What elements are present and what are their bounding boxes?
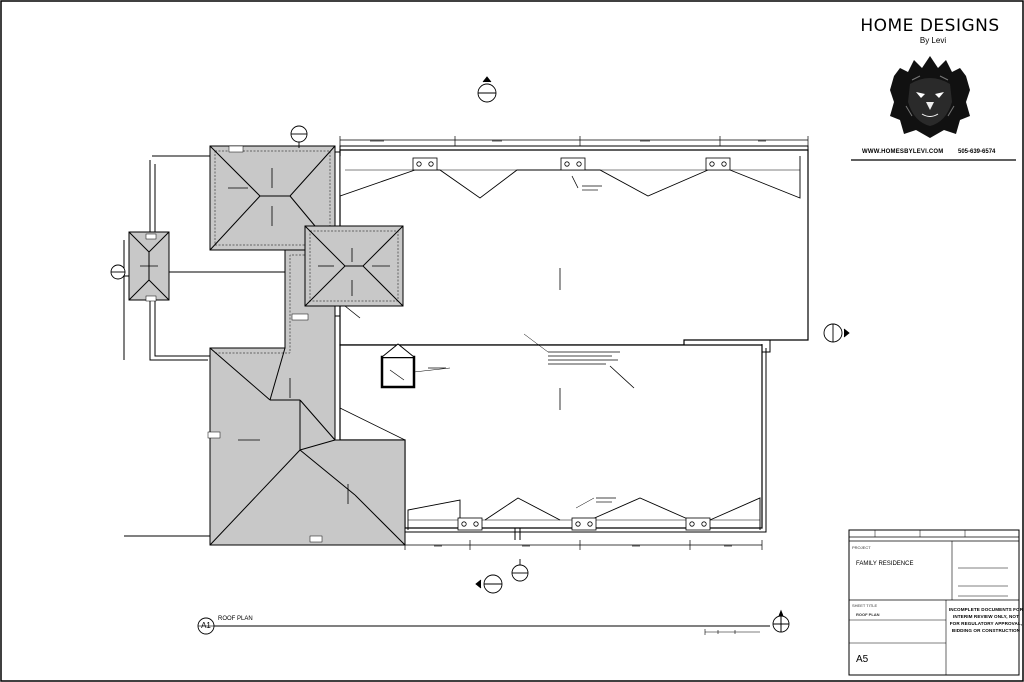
brand-block: HOME DESIGNS By Levi	[850, 16, 1010, 45]
brand-title: HOME DESIGNS	[860, 16, 1000, 36]
lion-head-icon	[890, 56, 970, 138]
sheet-title-caption: SHEET TITLE	[852, 603, 878, 608]
top-crickets	[339, 156, 801, 199]
sheet-number: A5	[856, 654, 869, 665]
brand-subtitle: By Levi	[919, 36, 947, 45]
section-marker-west	[110, 264, 126, 280]
note-leaders	[523, 333, 595, 509]
section-marker-south-a	[475, 574, 503, 594]
roof-vent	[380, 343, 451, 389]
view-title: ROOF PLAN	[218, 616, 253, 622]
section-marker-hip	[290, 125, 308, 148]
main-roof	[339, 149, 809, 529]
view-title-line	[197, 609, 790, 635]
disclaimer-text: INCOMPLETE DOCUMENTS FOR INTERIM REVIEW …	[948, 607, 1024, 633]
project-name: FAMILY RESIDENCE	[856, 561, 914, 567]
hip-roof-porch	[128, 231, 170, 301]
dimension-lines	[339, 136, 809, 550]
project-caption: PROJECT	[852, 545, 871, 550]
section-marker-east	[823, 323, 850, 343]
section-markers	[110, 76, 850, 594]
section-marker-north	[477, 76, 497, 103]
section-marker-south-b	[511, 559, 529, 582]
sheet-title: ROOF PLAN	[856, 612, 880, 617]
title-block-frame	[848, 159, 1020, 676]
brand-phone: 505-639-6574	[958, 149, 996, 155]
note-text-lines	[370, 140, 766, 547]
gutter-outlets	[412, 157, 731, 531]
view-number: A1	[201, 621, 211, 630]
slope-arrows	[140, 168, 635, 504]
north-arrow-icon	[772, 609, 790, 633]
small-dim-tags	[145, 145, 323, 543]
brand-website[interactable]: WWW.HOMESBYLEVI.COM	[862, 149, 944, 155]
